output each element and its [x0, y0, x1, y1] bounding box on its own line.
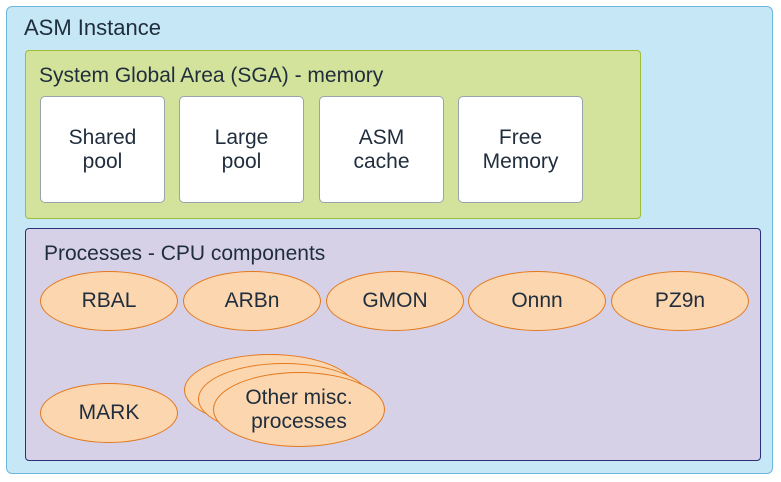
process-onnn: Onnn	[468, 271, 606, 331]
process-rbal: RBAL	[40, 271, 178, 331]
process-mark: MARK	[40, 383, 178, 443]
process-other-misc: Other misc. processes	[213, 372, 385, 447]
asm-instance-title: ASM Instance	[24, 15, 161, 40]
process-gmon: GMON	[326, 271, 464, 331]
large-pool-block: Large pool	[179, 96, 304, 203]
shared-pool-block: Shared pool	[40, 96, 165, 203]
asm-cache-block: ASM cache	[319, 96, 444, 203]
processes-title: Processes - CPU components	[44, 242, 326, 265]
free-memory-block: Free Memory	[458, 96, 583, 203]
process-arbn: ARBn	[183, 271, 321, 331]
process-pz9n: PZ9n	[611, 271, 749, 331]
sga-title: System Global Area (SGA) - memory	[39, 64, 384, 87]
